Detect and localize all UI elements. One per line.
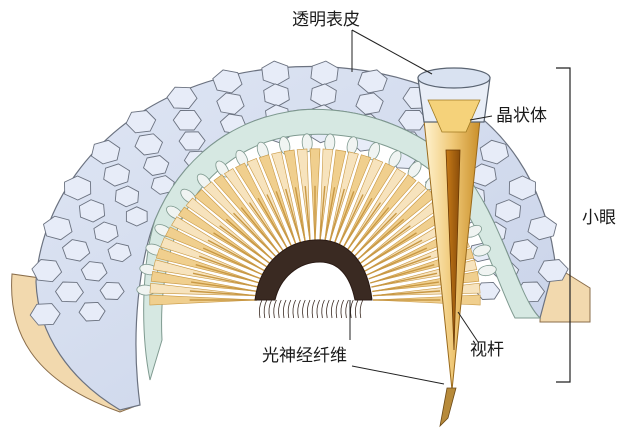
nerve-strand: [322, 300, 325, 318]
nerve-strand: [264, 300, 267, 318]
label-crystalline-cone: 晶状体: [496, 106, 547, 126]
nerve-strand: [346, 300, 349, 318]
nerve-strand: [360, 300, 363, 318]
label-ommatidium: 小眼: [582, 208, 616, 228]
nerve-strand: [288, 300, 291, 318]
nerve-strand: [269, 300, 272, 318]
nerve-strand: [336, 300, 339, 318]
label-optic-nerve: 光神经纤维: [262, 346, 347, 366]
nerve-strand: [351, 300, 354, 318]
nerve-strand: [331, 300, 334, 318]
nerve-strand: [341, 300, 344, 318]
nerve-strand: [274, 300, 277, 318]
nerve-strand: [307, 300, 310, 318]
nerve-strand: [327, 300, 330, 318]
ommatidium-bracket: [556, 68, 570, 382]
nerve-strand: [293, 300, 296, 318]
lens-top: [418, 68, 490, 88]
nerve-strand: [317, 300, 320, 318]
label-cornea: 透明表皮: [292, 10, 360, 30]
nerve-strand: [298, 300, 301, 318]
leader-cornea: [352, 30, 432, 74]
leader-nerve-2: [352, 366, 444, 384]
label-rhabdom: 视杆: [470, 340, 504, 360]
nerve-strand: [283, 300, 286, 318]
nerve-strand: [259, 300, 262, 318]
nerve-strand: [355, 300, 358, 318]
nerve-strand: [312, 300, 315, 318]
leader-rhabdom: [458, 312, 478, 342]
nerve-strands: [259, 300, 362, 318]
ommatidium-tail: [440, 388, 456, 426]
nerve-strand: [279, 300, 282, 318]
nerve-strand: [303, 300, 306, 318]
